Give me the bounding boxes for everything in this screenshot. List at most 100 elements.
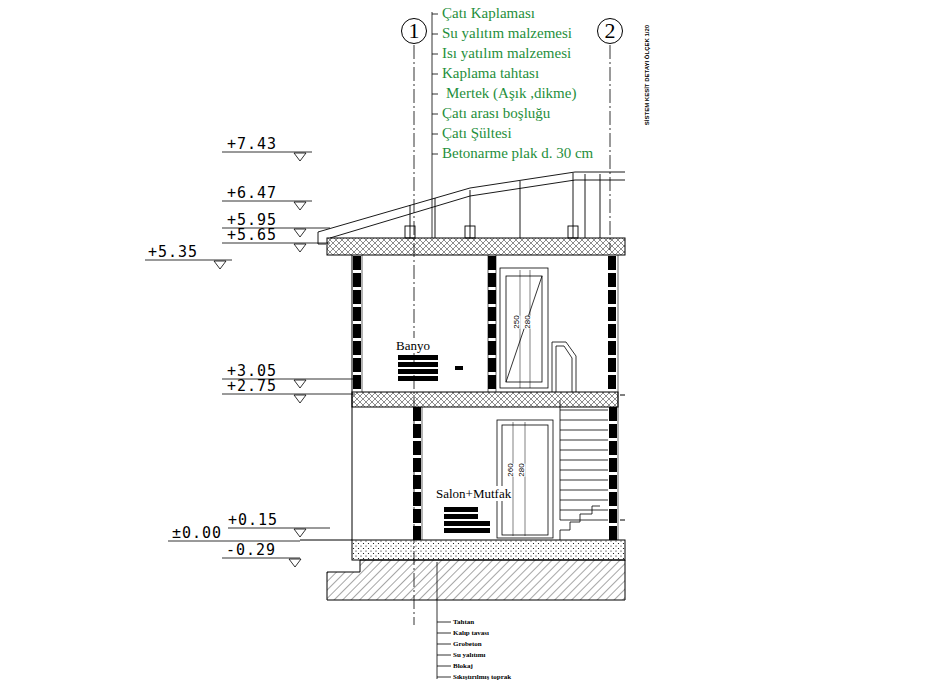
slabs xyxy=(300,540,352,541)
walls xyxy=(353,256,361,392)
roof-structure xyxy=(520,181,521,238)
slabs xyxy=(352,540,625,560)
roof-structure xyxy=(330,180,625,238)
level-value: +5.95 xyxy=(227,213,277,228)
leader-lines xyxy=(437,677,451,678)
callout-text: Su yalıtım malzemesi xyxy=(441,25,573,42)
walls xyxy=(362,255,363,392)
stairs xyxy=(560,510,608,511)
level-markers xyxy=(294,529,306,537)
walls xyxy=(620,395,625,396)
walls xyxy=(608,256,616,392)
doors xyxy=(506,276,542,382)
axis-bubble: 1 xyxy=(401,18,427,44)
leader-lines xyxy=(432,14,438,15)
leader-lines xyxy=(432,54,438,55)
walls xyxy=(620,520,625,521)
walls xyxy=(422,407,423,540)
roof-structure xyxy=(410,205,411,238)
dimension: 260 xyxy=(506,463,515,476)
level-value: +2.75 xyxy=(227,379,277,394)
room-name: Salon+Mutfak xyxy=(435,486,512,501)
dimension: 280 xyxy=(523,315,532,328)
roof-structure xyxy=(318,172,625,232)
level-value: -0.29 xyxy=(226,543,276,558)
stairs xyxy=(560,430,608,431)
roof-structure xyxy=(600,174,601,238)
leader-lines xyxy=(432,134,438,135)
layer-note: Sıkıştırılmış toprak xyxy=(453,673,511,681)
stairs xyxy=(560,506,600,540)
walls xyxy=(352,255,625,540)
walls xyxy=(488,256,496,392)
level-markers xyxy=(294,395,306,403)
leader-lines xyxy=(437,622,451,623)
stairs xyxy=(560,410,608,411)
level-markers xyxy=(145,152,355,567)
walls xyxy=(352,255,353,540)
level-value: +0.15 xyxy=(228,513,278,528)
roof-structure xyxy=(435,198,436,238)
slabs xyxy=(327,238,625,255)
doors xyxy=(525,422,526,536)
slabs xyxy=(327,560,625,600)
leader-lines xyxy=(437,655,451,656)
leader-lines xyxy=(437,666,451,667)
leader-lines xyxy=(432,94,438,95)
leader-lines xyxy=(432,154,438,155)
redacted-text-bars xyxy=(398,355,438,360)
callout-text: Çatı Kaplaması xyxy=(441,5,536,22)
stairs xyxy=(556,346,572,392)
doors xyxy=(513,422,514,536)
level-value: +3.05 xyxy=(227,364,277,379)
doors xyxy=(497,420,553,538)
stairs xyxy=(560,490,608,491)
stairs xyxy=(552,342,576,392)
level-value: +5.65 xyxy=(227,228,277,243)
stairs xyxy=(560,450,608,451)
stairs xyxy=(560,520,608,521)
sheet-title: SİSTEM KESİT DETAYI ÖLÇEK 1/20 xyxy=(644,25,651,125)
redacted-text-bars xyxy=(398,376,438,381)
walls xyxy=(609,407,617,540)
stairs xyxy=(560,420,608,421)
level-value: +7.43 xyxy=(227,137,277,152)
callout-text: Betonarme plak d. 30 cm xyxy=(441,145,594,162)
redacted-text-bars xyxy=(455,366,463,370)
level-value: +5.35 xyxy=(148,245,198,260)
callout-text: Mertek (Aşık ,dikme) xyxy=(445,85,577,102)
level-value: ±0.00 xyxy=(172,526,222,541)
redacted-text-bars xyxy=(444,507,478,512)
redacted-text-bars xyxy=(398,355,490,533)
roof-structure xyxy=(470,190,471,238)
walls xyxy=(496,255,497,392)
stairs xyxy=(560,500,608,501)
leader-lines xyxy=(432,74,438,75)
callout-text: Kaplama tahtası xyxy=(441,65,540,82)
redacted-text-bars xyxy=(398,369,438,374)
roof-structure xyxy=(585,174,586,238)
roof-structure xyxy=(318,232,326,244)
walls xyxy=(413,407,421,540)
stairs xyxy=(552,342,608,540)
callout-text: Çatı arası boşluğu xyxy=(441,105,551,122)
leader-lines xyxy=(432,114,438,115)
roof-structure xyxy=(568,226,578,238)
walls xyxy=(618,255,619,540)
axis-bubble: 2 xyxy=(597,18,623,44)
level-value: +6.47 xyxy=(227,186,277,201)
axis-number: 2 xyxy=(605,20,616,42)
level-markers xyxy=(289,559,301,567)
doors xyxy=(530,270,531,388)
slabs xyxy=(352,392,618,407)
level-markers xyxy=(294,202,306,210)
stairs xyxy=(560,460,608,461)
axis-lines xyxy=(610,45,611,250)
redacted-text-bars xyxy=(398,362,438,367)
axis-number: 1 xyxy=(409,20,420,42)
redacted-text-bars xyxy=(444,528,490,533)
roof-structure xyxy=(573,173,574,238)
level-markers xyxy=(294,229,306,237)
